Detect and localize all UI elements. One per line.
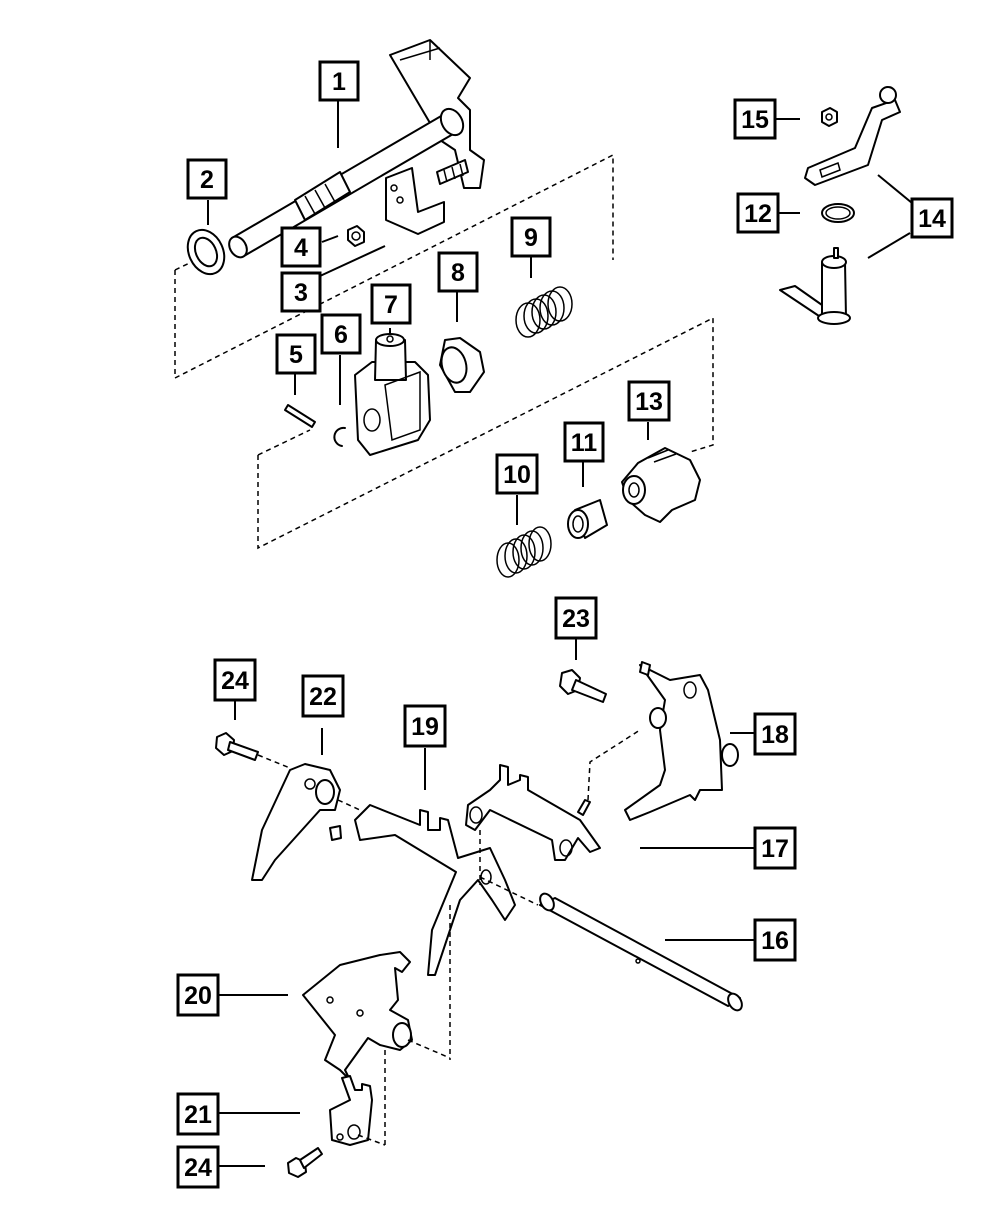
svg-text:2: 2 <box>200 166 214 194</box>
part-13-detent-cam <box>621 447 701 523</box>
part-14-shift-lever-assembly <box>779 86 901 325</box>
callout-21: 21 <box>176 1092 220 1136</box>
callout-24-upper: 24 <box>213 658 257 702</box>
callout-22: 22 <box>301 674 345 718</box>
part-21-shift-lug <box>329 1075 386 1146</box>
part-6-retaining-clip <box>333 426 346 447</box>
svg-text:6: 6 <box>334 321 348 349</box>
svg-text:15: 15 <box>741 106 769 134</box>
leader-4 <box>321 235 339 243</box>
svg-text:13: 13 <box>635 388 663 416</box>
callout-5: 5 <box>275 333 317 375</box>
callout-1: 1 <box>318 60 360 102</box>
callout-8: 8 <box>437 251 479 293</box>
callout-20: 20 <box>176 973 220 1017</box>
svg-text:1: 1 <box>332 68 346 96</box>
callout-2: 2 <box>186 158 228 200</box>
svg-text:7: 7 <box>384 291 398 319</box>
leader-lines <box>207 100 913 1167</box>
callout-18: 18 <box>753 712 797 756</box>
svg-text:17: 17 <box>761 835 789 863</box>
callout-24-lower: 24 <box>176 1145 220 1189</box>
svg-text:22: 22 <box>309 683 337 711</box>
svg-text:4: 4 <box>294 234 308 262</box>
part-24-bolt-lower <box>287 1147 323 1178</box>
callout-10: 10 <box>495 453 539 495</box>
part-24-bolt-upper <box>215 732 291 769</box>
part-18-shift-fork <box>624 661 739 821</box>
part-1-shift-shaft <box>228 39 485 259</box>
svg-text:24: 24 <box>184 1154 212 1182</box>
callout-9: 9 <box>510 216 552 258</box>
part-11-bushing <box>567 499 608 539</box>
part-9-spring <box>515 286 573 338</box>
part-7-shift-finger-housing <box>354 333 431 456</box>
svg-text:11: 11 <box>571 429 598 457</box>
svg-text:10: 10 <box>503 461 531 489</box>
svg-text:14: 14 <box>918 205 946 233</box>
svg-text:8: 8 <box>451 259 465 287</box>
part-2-seal <box>186 228 226 276</box>
callout-3: 3 <box>280 271 322 313</box>
part-10-spring <box>496 526 552 578</box>
svg-text:20: 20 <box>184 982 212 1010</box>
part-17-interlock-plate <box>465 729 641 885</box>
part-20-shift-fork <box>302 951 451 1145</box>
callout-11: 11 <box>563 421 605 463</box>
svg-text:18: 18 <box>761 721 789 749</box>
callout-23: 23 <box>554 596 598 640</box>
callout-15: 15 <box>733 98 777 140</box>
part-19-shift-fork <box>354 804 539 1060</box>
part-12-o-ring <box>821 203 855 223</box>
callout-6: 6 <box>320 313 362 355</box>
callout-4: 4 <box>280 226 322 268</box>
part-3-bracket <box>385 167 445 235</box>
part-15-nut <box>821 107 838 127</box>
part-23-bolt <box>559 669 607 703</box>
svg-text:12: 12 <box>744 200 772 228</box>
part-22-shift-fork <box>251 763 361 881</box>
assembly-group-outlines <box>174 153 714 550</box>
part-16-shift-rail <box>539 892 743 1012</box>
callout-14: 14 <box>910 197 954 239</box>
svg-text:9: 9 <box>524 224 538 252</box>
svg-text:5: 5 <box>289 341 303 369</box>
part-8-cam-bushing <box>439 337 485 393</box>
svg-text:19: 19 <box>411 713 439 741</box>
leader-3 <box>319 245 386 277</box>
part-4-nut <box>347 225 365 247</box>
callout-16: 16 <box>753 918 797 962</box>
leader-14a <box>877 174 913 204</box>
callout-17: 17 <box>753 826 797 870</box>
svg-text:24: 24 <box>221 667 249 695</box>
callout-13: 13 <box>627 380 671 422</box>
callout-12: 12 <box>736 192 780 234</box>
part-5-roll-pin <box>284 404 316 428</box>
leader-14b <box>867 232 911 259</box>
svg-text:21: 21 <box>184 1101 212 1129</box>
callout-7: 7 <box>370 283 412 325</box>
svg-text:23: 23 <box>562 605 590 633</box>
svg-text:16: 16 <box>761 927 789 955</box>
svg-text:3: 3 <box>294 279 308 307</box>
callout-19: 19 <box>403 704 447 748</box>
